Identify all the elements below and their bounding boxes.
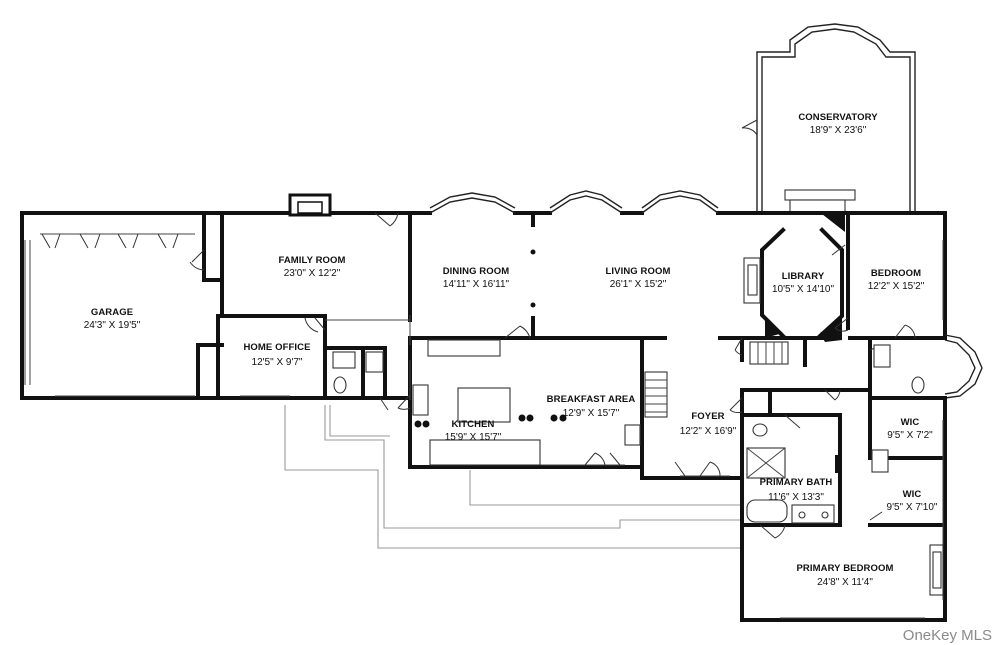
- doors: [41, 212, 916, 539]
- wic-2-dimensions: 9'5" X 7'10": [887, 502, 938, 513]
- wic-1-label: WIC: [901, 417, 920, 428]
- bedroom-label: BEDROOM: [871, 268, 921, 279]
- kitchen-dimensions: 15'9" X 15'7": [445, 432, 502, 443]
- foyer-dimensions: 12'2" X 16'9": [680, 426, 737, 437]
- home-office-dimensions: 12'5" X 9'7": [252, 357, 303, 368]
- wic-1-dimensions: 9'5" X 7'2": [887, 430, 933, 441]
- watermark: OneKey MLS: [903, 627, 992, 644]
- kitchen-label: KITCHEN: [452, 419, 495, 430]
- bedroom-dimensions: 12'2" X 15'2": [868, 281, 925, 292]
- fixtures: [332, 249, 944, 596]
- conservatory-dimensions: 18'9" X 23'6": [810, 125, 867, 136]
- primary-bath-label: PRIMARY BATH: [760, 477, 833, 488]
- exterior-walls: [20, 190, 983, 622]
- garage-label: GARAGE: [91, 307, 133, 318]
- primary-bedroom-dimensions: 24'8" X 11'4": [817, 577, 873, 588]
- interior-walls: [196, 211, 947, 527]
- library-label: LIBRARY: [782, 271, 825, 282]
- primary-bath-dimensions: 11'6" X 13'3": [768, 492, 824, 503]
- wic-2-label: WIC: [903, 489, 922, 500]
- foyer-label: FOYER: [691, 411, 724, 422]
- home-office-label: HOME OFFICE: [243, 342, 310, 353]
- windows: [24, 233, 944, 619]
- family-room-dimensions: 23'0" X 12'2": [284, 268, 341, 279]
- exterior-lines: [284, 405, 742, 549]
- family-room-label: FAMILY ROOM: [278, 255, 345, 266]
- living-room-label: LIVING ROOM: [606, 266, 671, 277]
- breakfast-area-dimensions: 12'9" X 15'7": [563, 408, 620, 419]
- primary-bedroom-label: PRIMARY BEDROOM: [796, 563, 893, 574]
- breakfast-area-label: BREAKFAST AREA: [547, 394, 636, 405]
- living-room-dimensions: 26'1" X 15'2": [610, 279, 667, 290]
- library-dimensions: 10'5" X 14'10": [772, 284, 835, 295]
- room-labels: CONSERVATORY 18'9" X 23'6" GARAGE 24'3" …: [84, 112, 938, 588]
- dining-room-dimensions: 14'11" X 16'11": [443, 279, 510, 290]
- garage-dimensions: 24'3" X 19'5": [84, 320, 141, 331]
- conservatory-label: CONSERVATORY: [798, 112, 878, 123]
- dining-room-label: DINING ROOM: [443, 266, 510, 277]
